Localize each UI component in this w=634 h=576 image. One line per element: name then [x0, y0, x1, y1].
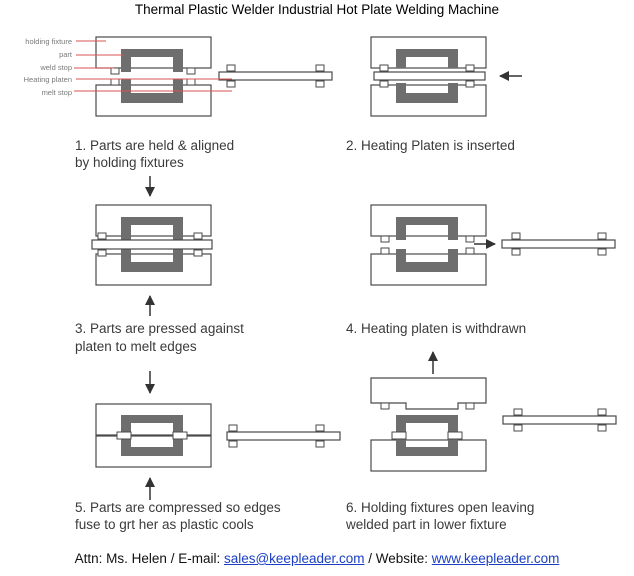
step-2-figure [370, 36, 487, 117]
step-1-caption-line2: by holding fixtures [75, 155, 184, 170]
step-3-caption-line1: 3. Parts are pressed against [75, 321, 244, 336]
step-5-caption-line2: fuse to grt her as plastic cools [75, 517, 254, 532]
contact-footer: Attn: Ms. Helen / E-mail: sales@keeplead… [0, 551, 634, 566]
label-heating-platen: Heating platen [24, 75, 72, 84]
website-link[interactable]: www.keepleader.com [431, 551, 560, 566]
footer-website-prefix: / Website: [364, 551, 432, 566]
label-weld-stop: weld stop [39, 63, 72, 72]
step-6-figure [370, 377, 617, 472]
step-6-caption-line2: welded part in lower fixture [345, 517, 507, 532]
label-holding-fixture: holding fixture [25, 37, 72, 46]
step-1-caption-line1: 1. Parts are held & aligned [75, 138, 234, 153]
label-melt-stop: melt stop [42, 88, 72, 97]
footer-attn-text: Attn: Ms. Helen / E-mail: [74, 551, 224, 566]
step-3-caption-line2: platen to melt edges [75, 339, 197, 354]
step-6-caption-line1: 6. Holding fixtures open leaving [346, 500, 534, 515]
label-leader-lines [74, 40, 232, 92]
email-link[interactable]: sales@keepleader.com [223, 551, 365, 566]
label-part: part [59, 50, 73, 59]
diagram-title: Thermal Plastic Welder Industrial Hot Pl… [134, 2, 500, 17]
step-3-figure [91, 204, 213, 286]
step-5-figure [95, 403, 341, 468]
step-4-figure [370, 204, 616, 286]
step-1-figure [95, 36, 333, 117]
step-4-caption-line1: 4. Heating platen is withdrawn [346, 321, 526, 336]
step-2-caption-line1: 2. Heating Platen is inserted [346, 138, 515, 153]
step-5-caption-line1: 5. Parts are compressed so edges [75, 500, 281, 515]
